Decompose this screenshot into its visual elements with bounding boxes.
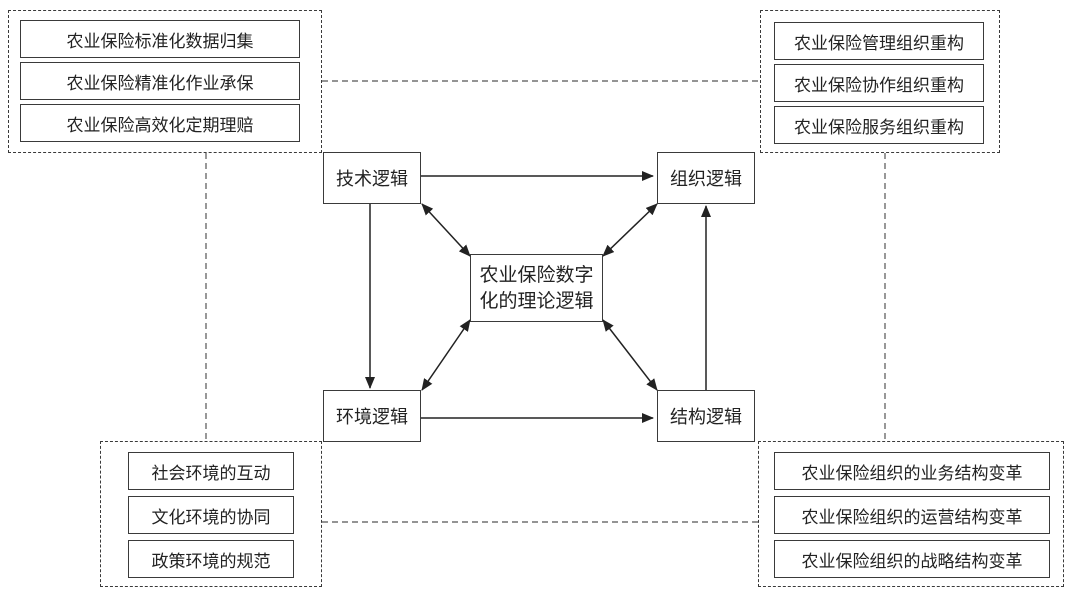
group-env-items bbox=[100, 441, 322, 587]
org-item-3: 农业保险服务组织重构 bbox=[774, 106, 984, 144]
center-theory-box: 农业保险数字 化的理论逻辑 bbox=[470, 254, 603, 322]
arrow-env-center bbox=[421, 319, 471, 391]
struct-logic-box: 结构逻辑 bbox=[657, 390, 755, 442]
org-item-1: 农业保险管理组织重构 bbox=[774, 22, 984, 60]
center-line-1: 农业保险数字 bbox=[479, 264, 594, 286]
center-line-2: 化的理论逻辑 bbox=[479, 290, 594, 312]
struct-item-3: 农业保险组织的战略结构变革 bbox=[774, 540, 1050, 578]
group-struct-items bbox=[758, 441, 1064, 587]
tech-item-1: 农业保险标准化数据归集 bbox=[20, 20, 300, 58]
tech-item-3: 农业保险高效化定期理赔 bbox=[20, 104, 300, 142]
group-org-items bbox=[760, 10, 1000, 153]
arrow-tech-center bbox=[421, 203, 471, 257]
org-logic-box: 组织逻辑 bbox=[657, 152, 755, 204]
struct-item-1: 农业保险组织的业务结构变革 bbox=[774, 452, 1050, 490]
tech-logic-box: 技术逻辑 bbox=[323, 152, 421, 204]
org-item-2: 农业保险协作组织重构 bbox=[774, 64, 984, 102]
group-tech-items bbox=[8, 10, 322, 153]
env-item-3: 政策环境的规范 bbox=[128, 540, 294, 578]
arrow-org-center bbox=[602, 203, 658, 257]
env-item-2: 文化环境的协同 bbox=[128, 496, 294, 534]
arrow-struct-center bbox=[602, 319, 658, 391]
struct-item-2: 农业保险组织的运营结构变革 bbox=[774, 496, 1050, 534]
env-item-1: 社会环境的互动 bbox=[128, 452, 294, 490]
tech-item-2: 农业保险精准化作业承保 bbox=[20, 62, 300, 100]
env-logic-box: 环境逻辑 bbox=[323, 390, 421, 442]
